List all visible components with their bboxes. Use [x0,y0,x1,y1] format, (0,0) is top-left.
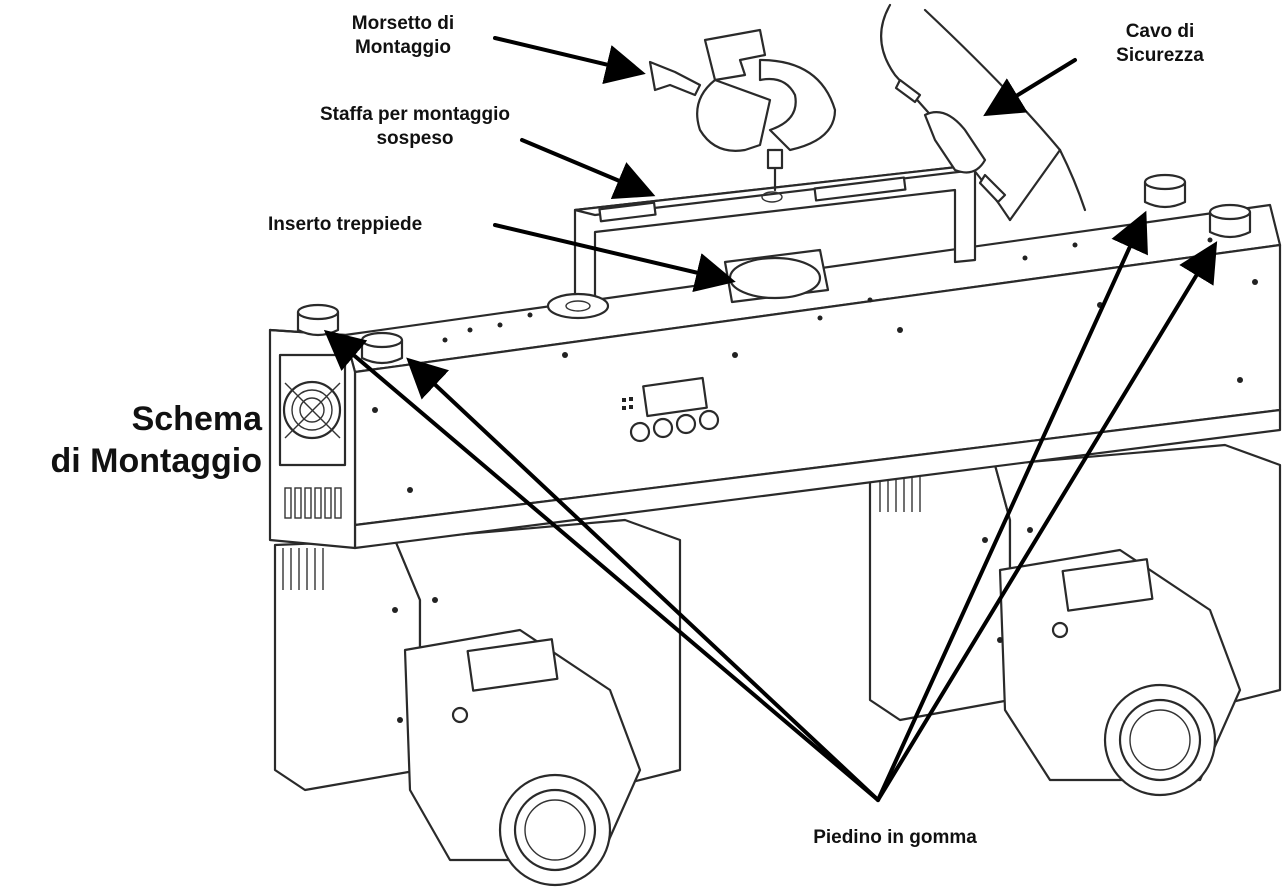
hanging-bracket [546,163,977,320]
rubber-foot-3 [1143,173,1187,209]
arrow-staffa [520,138,656,200]
tripod-insert [723,248,830,304]
right-moving-head [868,443,1282,797]
label-cavo-line2: Sicurezza [1116,45,1204,66]
label-inserto: Inserto treppiede [268,214,423,235]
arrow-piedino-4 [876,241,1218,802]
fan-grille-icon [278,353,347,467]
rubber-foot-2 [360,331,404,365]
label-schema: Schema di Montaggio [0,398,262,482]
label-schema-line1: Schema [131,400,262,438]
label-schema-line2: di Montaggio [50,442,262,480]
arrow-morsetto [493,36,646,85]
rubber-foot-1 [296,303,340,337]
label-staffa-line2: sospeso [376,128,454,149]
mounting-clamp [648,28,837,192]
left-head-vents [282,548,324,590]
label-morsetto-line1: Morsetto di [351,13,455,34]
control-panel [622,376,720,443]
label-staffa: Staffa per montaggio sospeso [270,103,560,151]
rubber-foot-4 [1208,203,1252,239]
label-piedino: Piedino in gomma [813,827,977,848]
label-cavo: Cavo di Sicurezza [1085,20,1235,68]
arrow-piedino-2 [406,357,880,802]
left-moving-head [273,518,682,887]
arrow-cavo [983,58,1077,117]
label-staffa-line1: Staffa per montaggio [319,104,510,125]
label-cavo-line1: Cavo di [1125,21,1195,42]
label-morsetto-line2: Montaggio [354,37,452,58]
safety-cable [880,3,1087,222]
arrow-piedino-1 [323,329,880,802]
end-vent-slots [284,487,342,519]
label-morsetto: Morsetto di Montaggio [318,12,488,60]
arrow-piedino-3 [876,210,1148,802]
arrow-inserto [493,223,736,293]
